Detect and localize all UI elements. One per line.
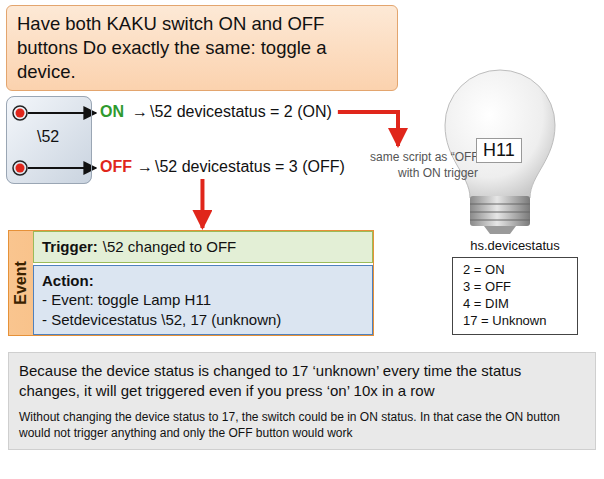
box-text: \52 <box>37 127 87 148</box>
note-text: Because the device status is changed to … <box>19 361 585 400</box>
lamp-name: H11 <box>476 138 522 163</box>
table-cell: 3 = OFF <box>463 279 567 296</box>
on-label: ON <box>100 103 124 121</box>
button-dot <box>16 164 25 173</box>
action-box: Action:- Event: toggle Lamp H11- Setdevi… <box>33 265 373 336</box>
table-cell: 4 = DIM <box>463 296 567 313</box>
base-band <box>470 204 530 205</box>
tab-label: Event <box>12 261 30 305</box>
status-table: hs.devicestatus 2 = ON3 = OFF4 = DIM17 = … <box>452 238 578 335</box>
off-label: OFF <box>100 158 132 176</box>
note-box: Because the device status is changed to … <box>8 352 596 450</box>
button-ring <box>13 106 27 120</box>
box-text: \52 changed to OFF <box>103 238 236 255</box>
note-text: Without changing the device status to 17… <box>19 410 585 441</box>
table-cell: 17 = Unknown <box>463 313 567 330</box>
table-cell: 2 = ON <box>463 262 567 279</box>
status-text: \52 devicestatus = 3 (OFF) <box>155 158 345 176</box>
event-box: EventTrigger:\52 changed to OFFAction:- … <box>8 230 374 336</box>
box-heading: Action: <box>42 271 364 291</box>
box-heading: Trigger: <box>42 238 98 255</box>
box-text: - Setdevicestatus \52, 17 (unknown) <box>42 310 364 330</box>
arrow-glyph: → <box>137 158 153 176</box>
trigger-box: Trigger: \52 changed to OFF <box>33 231 373 263</box>
callout-arrow <box>338 112 398 146</box>
table-heading: hs.devicestatus <box>452 238 578 253</box>
button-dot <box>16 109 25 118</box>
switch-box: \52 <box>6 96 92 184</box>
bulb-tip <box>484 226 516 234</box>
leader-arrow <box>28 167 96 169</box>
button-ring <box>13 161 27 175</box>
event-tab: Event <box>9 231 33 335</box>
bulb-base <box>470 196 530 226</box>
arrow-glyph: → <box>132 103 148 121</box>
switch-body <box>6 96 92 184</box>
title-box: Have both KAKU switch ON and OFF buttons… <box>6 5 398 91</box>
table-frame: 2 = ON3 = OFF4 = DIM17 = Unknown <box>452 257 578 335</box>
callout-arrow <box>200 179 204 228</box>
title-text: Have both KAKU switch ON and OFF buttons… <box>17 12 387 84</box>
leader-arrow <box>28 112 96 114</box>
base-band <box>470 212 530 213</box>
box-text: - Event: toggle Lamp H11 <box>42 290 364 310</box>
base-band <box>470 220 530 221</box>
status-text: \52 devicestatus = 2 (ON) <box>150 103 332 121</box>
event-body: Trigger: \52 changed to OFF Action:- Event… <box>33 231 373 335</box>
